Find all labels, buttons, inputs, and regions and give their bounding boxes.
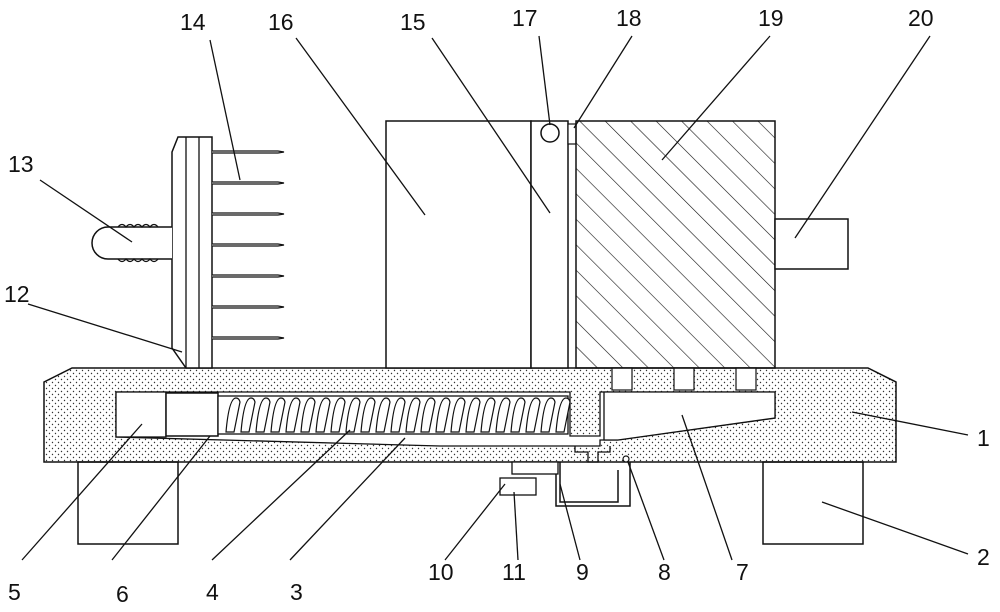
middle-column [530, 120, 569, 369]
clip-block [499, 477, 537, 496]
label-4: 4 [206, 579, 219, 605]
label-13: 13 [8, 151, 34, 177]
leader-lines [21, 35, 969, 561]
cup-housing [559, 462, 619, 503]
label-5: 5 [8, 579, 21, 605]
wedge-block [603, 391, 776, 441]
spring-coil [405, 397, 421, 433]
label-16: 16 [268, 9, 294, 35]
spring-coil [495, 397, 511, 433]
spring-coil [480, 397, 496, 433]
spring-coil [390, 397, 406, 433]
label-11: 11 [502, 559, 526, 585]
label-20: 20 [908, 5, 934, 31]
spring-coil [300, 397, 316, 433]
spring-coil [435, 397, 451, 433]
label-15: 15 [400, 9, 426, 35]
label-1: 1 [977, 425, 990, 451]
spring-coil [255, 397, 271, 433]
spring-coil [345, 397, 361, 433]
screw-spring [217, 395, 571, 435]
spring-coil [315, 397, 331, 433]
label-9: 9 [576, 559, 589, 585]
brush-plate [171, 136, 213, 369]
bristle [212, 243, 285, 247]
label-2: 2 [977, 544, 990, 570]
label-14: 14 [180, 9, 206, 35]
brush-bristles [212, 150, 285, 340]
spring-coil [360, 397, 376, 433]
label-18: 18 [616, 5, 642, 31]
bristle [212, 181, 285, 185]
spring-coil [510, 397, 526, 433]
spring-coil [285, 397, 301, 433]
bristle [212, 305, 285, 309]
end-block [115, 391, 167, 438]
spring-coil [555, 397, 571, 433]
bristle [212, 274, 285, 278]
spring-coil [375, 397, 391, 433]
hatched-block [575, 120, 776, 369]
spring-coil [540, 397, 556, 433]
clip-top [511, 461, 559, 475]
label-12: 12 [4, 281, 30, 307]
handle [91, 226, 172, 260]
handle-grip [117, 223, 159, 263]
bristle [212, 336, 285, 340]
bristle [212, 150, 285, 154]
side-shaft [774, 218, 849, 270]
label-6: 6 [116, 581, 129, 607]
spring-coil [420, 397, 436, 433]
part-labels: 1 2 3 4 5 6 7 8 9 10 11 12 13 14 15 16 1… [4, 5, 990, 607]
spring-coil [450, 397, 466, 433]
left-housing [385, 120, 532, 369]
label-3: 3 [290, 579, 303, 605]
spring-coil [240, 397, 256, 433]
spring-coil [225, 397, 241, 433]
spring-coil [465, 397, 481, 433]
spring-coil [330, 397, 346, 433]
pivot-circle [540, 123, 560, 143]
t-connector [574, 446, 611, 463]
pin-hole [622, 455, 630, 463]
bracket [555, 462, 631, 507]
spring-coil [525, 397, 541, 433]
nut-block [165, 392, 219, 437]
label-10: 10 [428, 559, 454, 585]
spring-coil [270, 397, 286, 433]
label-19: 19 [758, 5, 784, 31]
base-vents [611, 367, 757, 391]
label-17: 17 [512, 5, 538, 31]
right-foot [762, 461, 864, 545]
bristle [212, 212, 285, 216]
label-8: 8 [658, 559, 671, 585]
label-7: 7 [736, 559, 749, 585]
left-foot [77, 461, 179, 545]
